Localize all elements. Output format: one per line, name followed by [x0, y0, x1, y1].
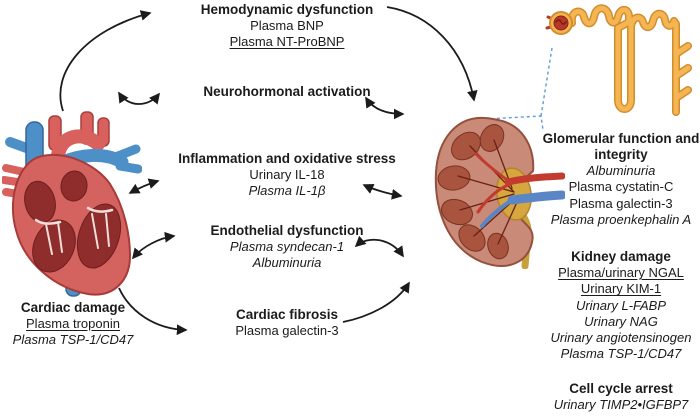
section-neurohormonal: Neurohormonal activation [152, 84, 422, 100]
renal-artery [504, 172, 565, 186]
biomarker: Urinary NAG [584, 313, 658, 329]
section-inflammation: Inflammation and oxidative stress Urinar… [147, 151, 427, 200]
biomarker: Urinary L-FABP [575, 297, 667, 313]
arrow-heart-endothelial [131, 231, 176, 260]
kidney-illustration [434, 116, 565, 269]
biomarker: Albuminuria [252, 255, 322, 271]
left-atrium [60, 170, 88, 202]
biomarker: Plasma BNP [250, 18, 324, 33]
biomarker: Plasma galectin-3 [569, 195, 673, 211]
arrow-endothelial-kidney [354, 235, 404, 258]
renal-pyramid [479, 124, 505, 152]
section-heading: Endothelial dysfunction [210, 223, 364, 238]
biomarker: Plasma troponin [26, 316, 120, 331]
section-cardiac-damage: Cardiac damage Plasma troponin Plasma TS… [0, 300, 146, 349]
arrow-inflammation-kidney [362, 183, 403, 200]
biomarker: Plasma cystatin-C [568, 179, 674, 195]
section-glomerular-function: Glomerular function and integrity Albumi… [531, 131, 700, 228]
left-ventricle [76, 203, 122, 269]
biomarker: Urinary angiotensinogen [550, 330, 692, 346]
arrow-heart-neurohormonal [118, 91, 161, 105]
section-heading: Kidney damage [571, 249, 671, 264]
section-heading: Hemodynamic dysfunction [200, 2, 374, 17]
arrow-hemodynamic-to-kidney [386, 6, 478, 102]
arrow-neurohormonal-kidney [365, 96, 405, 120]
section-cell-cycle-arrest: Cell cycle arrest Urinary TIMP2•IGFBP7 [531, 381, 700, 413]
arrow-heart-to-hemodynamic [59, 10, 152, 112]
biomarker: Plasma syndecan-1 [229, 239, 345, 254]
biomarker: Urinary KIM-1 [580, 281, 662, 297]
biomarker: Urinary TIMP2•IGFBP7 [553, 397, 689, 412]
biomarker: Urinary IL-18 [249, 167, 325, 182]
biomarker: Plasma TSP-1/CD47 [560, 346, 682, 362]
biomarker: Albuminuria [586, 163, 656, 178]
arrow-fibrosis-to-kidney [342, 281, 410, 323]
glomerulus-capillaries [555, 19, 567, 25]
chordae-tendineae [45, 213, 110, 255]
renal-pyramid [487, 232, 509, 260]
section-cardiac-fibrosis: Cardiac fibrosis Plasma galectin-3 [152, 307, 422, 339]
aortic-arch [51, 129, 105, 163]
heart-valves [34, 206, 114, 225]
arrow-heart-to-fibrosis [118, 287, 188, 336]
nephron-tubule [569, 5, 691, 115]
biomarker: Plasma/urinary NGAL [558, 265, 684, 280]
section-heading: Glomerular function and integrity [542, 131, 700, 162]
right-ventricle [32, 219, 76, 273]
section-heading: Cardiac damage [20, 300, 126, 315]
section-heading: Inflammation and oxidative stress [178, 151, 396, 166]
heart-illustration [2, 111, 142, 297]
biomarker: Plasma galectin-3 [235, 323, 339, 338]
section-endothelial: Endothelial dysfunction Plasma syndecan-… [152, 223, 422, 272]
nephron-illustration [545, 4, 692, 116]
section-hemodynamic: Hemodynamic dysfunction Plasma BNP Plasm… [152, 2, 422, 51]
renal-pyramid [440, 198, 474, 226]
arrow-heart-inflammation [128, 178, 160, 194]
renal-pyramid [451, 131, 481, 161]
renal-pyramid [437, 165, 471, 191]
section-heading: Cardiac fibrosis [235, 307, 339, 322]
biomarker: Plasma IL-1β [248, 183, 326, 199]
biomarker: Plasma TSP-1/CD47 [12, 332, 134, 348]
section-heading: Cell cycle arrest [569, 381, 673, 396]
renal-vein [507, 190, 565, 205]
biomarker: Plasma NT-ProBNP [229, 34, 345, 50]
pulmonary-artery-branches [113, 144, 142, 174]
biomarker: Plasma proenkephalin A [550, 211, 692, 227]
section-kidney-damage: Kidney damage Plasma/urinary NGAL Urinar… [531, 249, 700, 363]
section-heading: Neurohormonal activation [203, 84, 371, 99]
